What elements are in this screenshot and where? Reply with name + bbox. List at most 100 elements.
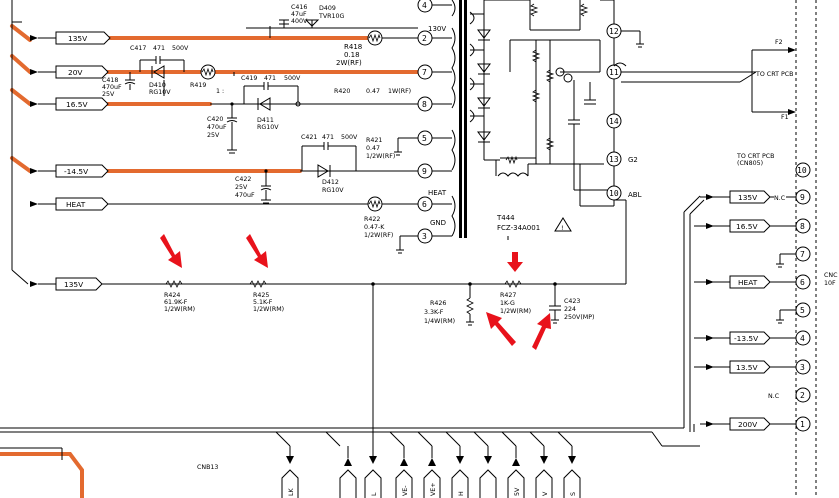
svg-text:C420: C420 xyxy=(207,116,223,123)
svg-text:C418: C418 xyxy=(102,77,118,84)
svg-text:471: 471 xyxy=(264,75,276,82)
pin-14: 14 xyxy=(606,113,622,129)
svg-text:GND: GND xyxy=(430,219,446,227)
r425-resistor xyxy=(249,280,267,288)
svg-text:!: ! xyxy=(561,225,564,232)
svg-text:L: L xyxy=(371,492,378,496)
svg-text:11: 11 xyxy=(609,68,619,77)
svg-text:61.9K-F: 61.9K-F xyxy=(164,299,188,306)
svg-text:HEAT: HEAT xyxy=(738,278,758,287)
svg-text:1/2W(RF): 1/2W(RF) xyxy=(364,232,393,239)
svg-text:25V: 25V xyxy=(102,91,115,98)
svg-text:D410: D410 xyxy=(149,82,166,89)
svg-text:TO CRT PCB: TO CRT PCB xyxy=(736,153,774,160)
svg-text:2: 2 xyxy=(422,34,427,43)
rail-135v: C416 47uF 400V D409 TVR10G R418 0.18 2W(… xyxy=(246,4,446,67)
svg-text:TVR10G: TVR10G xyxy=(318,13,345,20)
svg-text:D409: D409 xyxy=(319,5,336,12)
svg-text:1/2W(RM): 1/2W(RM) xyxy=(500,308,531,315)
svg-text:1: 1 xyxy=(800,420,805,429)
svg-text:3: 3 xyxy=(422,232,427,241)
bottom-connector-bus: CNB13 LK L VE- VE+ xyxy=(61,284,581,498)
pin-5: 5 xyxy=(417,130,433,146)
red-arrow-r427 xyxy=(507,252,523,272)
svg-text:47uF: 47uF xyxy=(291,11,307,18)
pin-7: 7 xyxy=(417,64,433,80)
svg-text:5: 5 xyxy=(800,306,805,315)
conn-pin-1: 1 xyxy=(795,416,811,432)
svg-text:470uF: 470uF xyxy=(235,192,255,199)
svg-text:8: 8 xyxy=(422,100,427,109)
svg-text:G2: G2 xyxy=(628,156,638,164)
svg-text:R427: R427 xyxy=(500,292,516,299)
svg-text:1/2W(RF): 1/2W(RF) xyxy=(366,153,395,160)
svg-text:C421: C421 xyxy=(301,134,317,141)
hv-diode-stack xyxy=(469,0,608,191)
conn-pin-10: 10 xyxy=(795,162,811,178)
svg-text:T444: T444 xyxy=(496,214,515,222)
d410-diode xyxy=(151,65,165,79)
svg-text:224: 224 xyxy=(564,306,576,313)
feedback-line: R424 61.9K-F 1/2W(RM) R425 5.1K-F 1/2W(R… xyxy=(102,199,627,326)
svg-text:VE-: VE- xyxy=(402,485,409,496)
svg-text:9: 9 xyxy=(800,193,805,202)
svg-text:RG10V: RG10V xyxy=(149,89,171,96)
svg-text:C422: C422 xyxy=(235,176,251,183)
r418-resistor xyxy=(367,30,383,46)
svg-text:12: 12 xyxy=(609,27,619,36)
rail-20v: C417 471 500V C418 470uF 25V D410 RG10V … xyxy=(102,45,235,98)
c418-capacitor xyxy=(124,72,136,90)
svg-text:3.3K-F: 3.3K-F xyxy=(424,309,444,316)
svg-text:500V: 500V xyxy=(172,45,189,52)
svg-text:2: 2 xyxy=(800,391,805,400)
svg-text:R418: R418 xyxy=(344,43,362,51)
svg-text:CNB13: CNB13 xyxy=(197,464,218,471)
svg-text:(CN805): (CN805) xyxy=(737,160,763,167)
svg-text:135V: 135V xyxy=(68,34,87,43)
svg-text:S: S xyxy=(570,492,577,496)
svg-text:1/4W(RM): 1/4W(RM) xyxy=(424,318,455,325)
r426-resistor xyxy=(466,284,474,326)
svg-text:LK: LK xyxy=(288,487,295,496)
transformer-core xyxy=(459,0,467,238)
svg-text:3: 3 xyxy=(800,363,805,372)
svg-text:R422: R422 xyxy=(364,216,380,223)
svg-text:10F: 10F xyxy=(824,280,836,287)
svg-text:CNC: CNC xyxy=(824,272,838,279)
conn-pin-4: 4 xyxy=(795,330,811,346)
svg-text:R425: R425 xyxy=(253,292,269,299)
svg-text:9: 9 xyxy=(422,167,427,176)
svg-text:D411: D411 xyxy=(257,117,274,124)
conn-pin-8: 8 xyxy=(795,218,811,234)
svg-text:2W(RF): 2W(RF) xyxy=(336,59,362,67)
svg-text:4: 4 xyxy=(422,1,427,10)
svg-text:1K-G: 1K-G xyxy=(500,300,515,307)
red-arrow-r425 xyxy=(246,234,268,268)
svg-text:-14.5V: -14.5V xyxy=(64,167,88,176)
svg-text:16.5V: 16.5V xyxy=(736,222,758,231)
svg-text:10: 10 xyxy=(609,189,619,198)
net-tag-20v: 20V xyxy=(30,65,109,79)
red-annotation-arrows xyxy=(160,234,551,350)
pin-4: 4 xyxy=(417,0,433,13)
transformer-right-pins: 12 11 14 13 10 G2 ABL TO CRT PCB F2 F1 T… xyxy=(496,0,796,232)
pin-11: 11 xyxy=(606,64,622,80)
svg-text:8: 8 xyxy=(800,222,805,231)
r422-resistor xyxy=(367,196,383,212)
svg-text:HEAT: HEAT xyxy=(428,189,447,197)
pin-3: 3 xyxy=(417,228,433,244)
svg-text:FCZ-34A001: FCZ-34A001 xyxy=(497,224,540,232)
conn-pin-5: 5 xyxy=(795,302,811,318)
c423-capacitor xyxy=(549,284,561,324)
svg-text:400V: 400V xyxy=(291,18,308,25)
net-tag-heat: HEAT xyxy=(30,197,109,211)
r419-resistor xyxy=(200,64,216,80)
svg-text:R421: R421 xyxy=(366,137,382,144)
highlighted-wires xyxy=(0,24,420,498)
svg-text:0.47: 0.47 xyxy=(366,145,380,152)
svg-text:250V(MP): 250V(MP) xyxy=(564,314,594,321)
svg-text:N.C: N.C xyxy=(768,393,780,400)
svg-text:F1: F1 xyxy=(781,114,789,121)
svg-text:6: 6 xyxy=(422,200,427,209)
